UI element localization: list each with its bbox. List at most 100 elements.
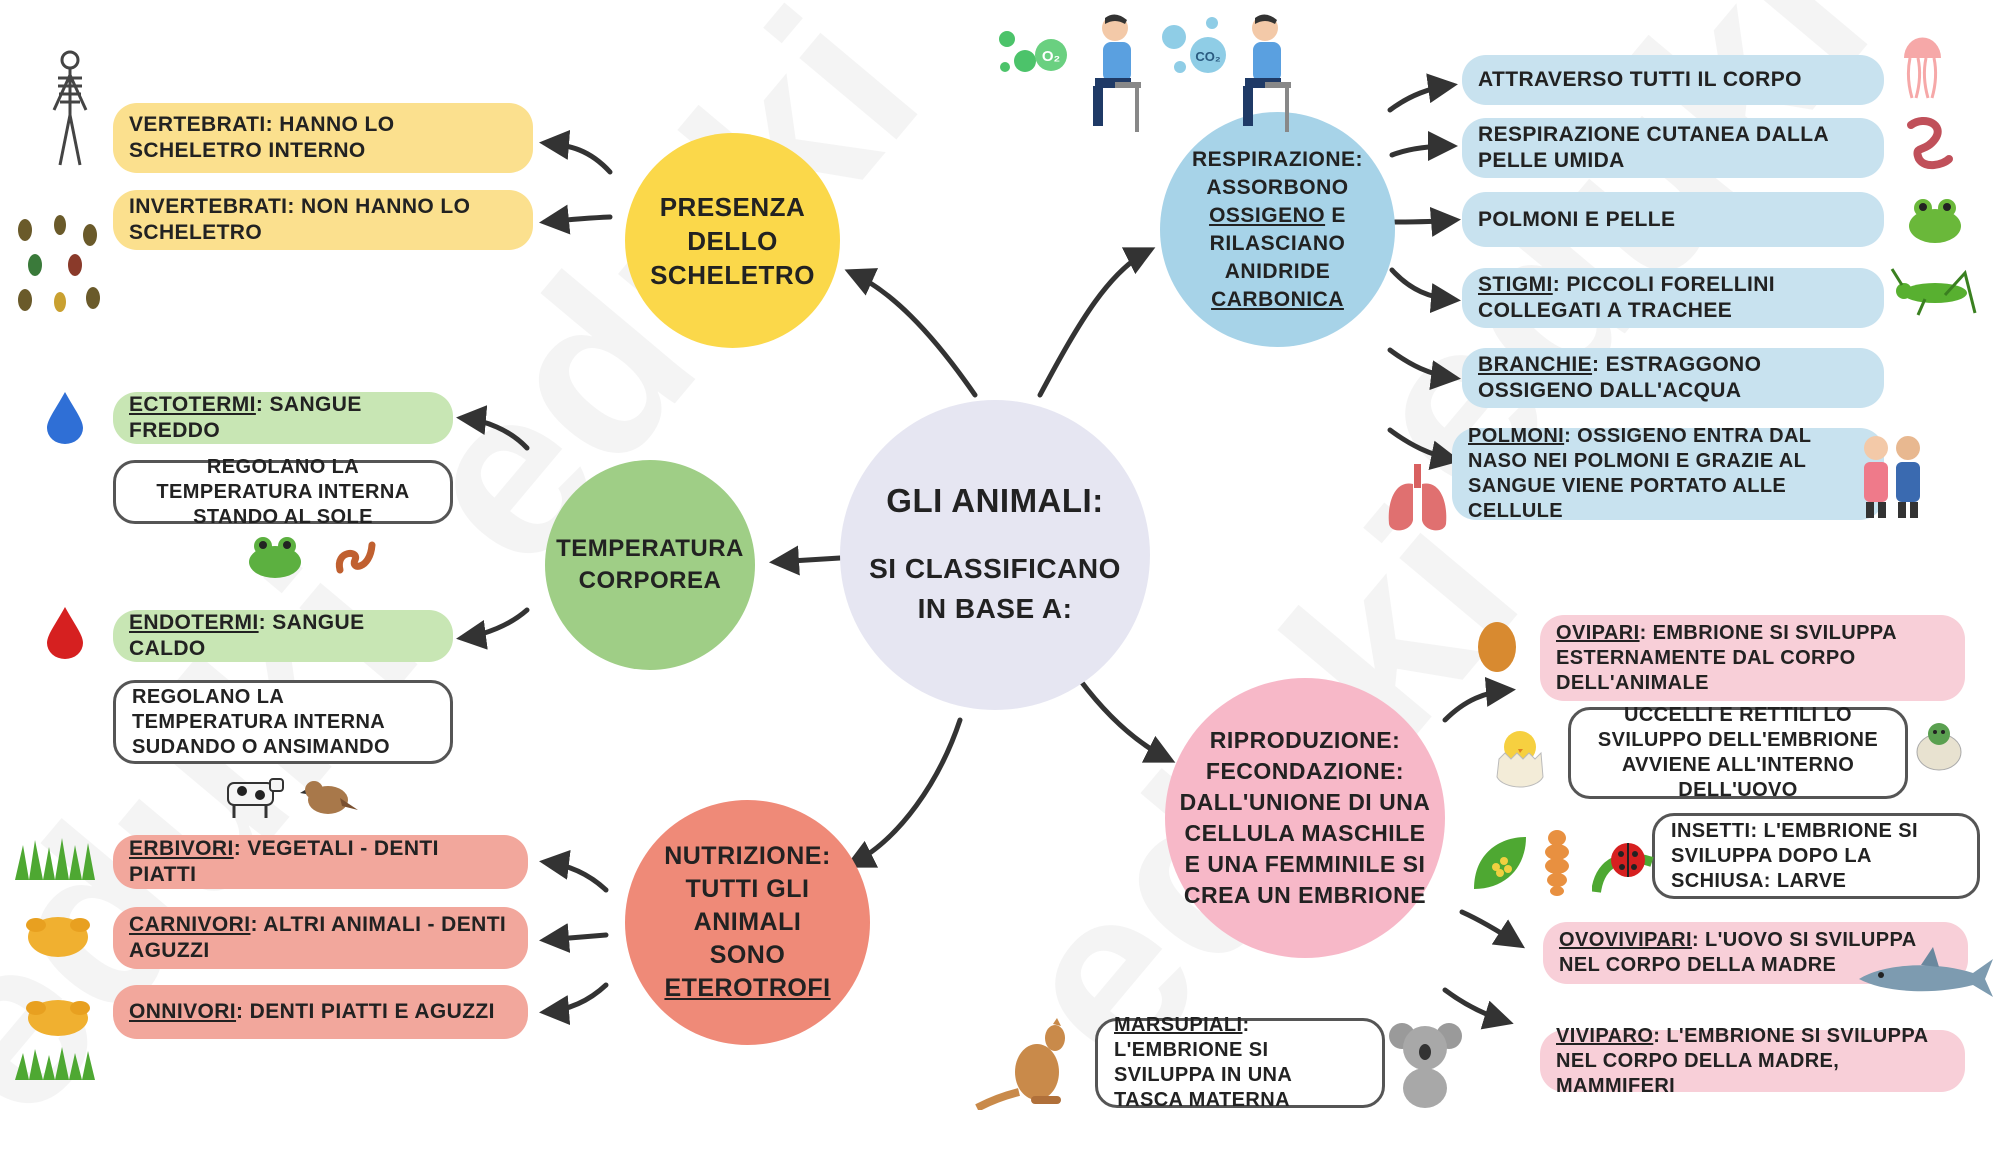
chicken-icon (20, 905, 95, 960)
invertebrati-text: INVERTEBRATI: NON HANNO LO SCHELETRO (129, 195, 471, 244)
ectotermi-note: REGOLANO LA TEMPERATURA INTERNA STANDO A… (113, 456, 453, 528)
vertebrati-text: VERTEBRATI: HANNO LO SCHELETRO INTERNO (129, 113, 395, 162)
ovovivipari-rest: : L'UOVO SI SVILUPPA NEL CORPO DELLA MAD… (1559, 929, 1916, 976)
respirazione-ossigeno: OSSIGENO (1209, 203, 1326, 227)
onnivori-box: ONNIVORI: DENTI PIATTI E AGUZZI (113, 985, 528, 1039)
arrow-viviparo (1442, 987, 1514, 1030)
insetti-note-text: INSETTI: L'EMBRIONE SI SVILUPPA DOPO LA … (1671, 819, 1918, 892)
respirazione-circle: RESPIRAZIONE: ASSORBONO OSSIGENO E RILAS… (1160, 112, 1395, 347)
larva-icon (1540, 828, 1575, 898)
nutrizione-title-4: SONO (709, 941, 786, 969)
blood-drop-icon (45, 605, 85, 660)
sparrow-icon (300, 772, 360, 822)
arrow-onnivori (539, 982, 609, 1026)
respirazione-e: E (1325, 203, 1346, 227)
lungs-icon (1385, 462, 1450, 537)
scheletro-title-1: PRESENZA (659, 191, 806, 222)
co2-bubbles-icon: CO₂ (1160, 15, 1235, 80)
oxygen-bubbles-icon: O₂ (995, 25, 1075, 85)
ovipari-rest: : EMBRIONE SI SVILUPPA ESTERNAMENTE DAL … (1556, 621, 1897, 694)
nutrizione-title-3: ANIMALI (693, 908, 802, 936)
resp-item-3: POLMONI e PELLE (1462, 192, 1884, 247)
riproduzione-title-4: CELLULA MASCHILE (1184, 820, 1426, 846)
scheletro-title-3: SCHELETRO (650, 259, 815, 290)
uccelli-note-text: UCCELLI E RETTILI LO SVILUPPO DELL'EMBRI… (1597, 704, 1879, 801)
scheletro-title-2: DELLO (687, 225, 778, 256)
arrow-resp-6 (1387, 427, 1461, 470)
arrow-carnivori (539, 923, 609, 953)
ectotermi-term: ECTOTERMI (129, 393, 256, 416)
arrow-ovovivipari (1459, 909, 1526, 949)
arrow-endotermi (456, 607, 530, 650)
respirazione-line2: ASSORBONO (1206, 175, 1349, 199)
arrow-ectotermi (456, 405, 530, 451)
nutrizione-circle: NUTRIZIONE: TUTTI GLI ANIMALI SONO ETERO… (625, 800, 870, 1045)
center-title: GLI ANIMALI: (886, 482, 1104, 519)
carnivori-box: CARNIVORI: ALTRI ANIMALI - DENTI AGUZZI (113, 907, 528, 969)
vertebrati-box: VERTEBRATI: HANNO LO SCHELETRO INTERNO (113, 103, 533, 173)
frog-icon (245, 530, 305, 580)
shark-icon (1855, 945, 1995, 1005)
arrow-resp-4 (1389, 267, 1461, 314)
ectotermi-rest: : SANGUE FREDDO (129, 393, 362, 442)
o2-label: O₂ (1042, 48, 1060, 65)
egg-icon (1475, 615, 1520, 675)
invertebrati-box: INVERTEBRATI: NON HANNO LO SCHELETRO (113, 190, 533, 250)
water-drop-icon (45, 390, 85, 445)
ovipari-term: OVIPARI (1556, 621, 1640, 644)
arrow-resp-5 (1387, 347, 1461, 391)
nutrizione-title-2: TUTTI GLI (685, 875, 810, 903)
connector-arrows (456, 73, 1526, 1030)
endotermi-rest: : SANGUE CALDO (129, 611, 365, 660)
insects-icon (5, 210, 110, 320)
arrow-center-temperatura (769, 545, 843, 576)
arrow-center-scheletro (844, 268, 978, 398)
arrow-vertebrati (539, 129, 613, 175)
nutrizione-title-1: NUTRIZIONE: (664, 842, 831, 870)
worm-icon (1905, 115, 1955, 170)
temperatura-title-2: CORPOREA (578, 567, 722, 594)
riproduzione-title-3: DALL'UNIONE DI UNA (1179, 789, 1431, 815)
endotermi-note-text: REGOLANO LA TEMPERATURA INTERNA SUDANDO … (132, 685, 390, 758)
resp-item-3-text: POLMONI e PELLE (1478, 207, 1676, 231)
resp-item-5: BRANCHIE: ESTRAGGONO OSSIGENO DALL'ACQUA (1462, 348, 1884, 408)
ovovivipari-term: OVOVIVIPARI (1559, 929, 1692, 951)
erbivori-rest: : VEGETALI - DENTI PIATTI (129, 837, 439, 886)
temperatura-circle: TEMPERATURA CORPOREA (545, 460, 755, 670)
resp-item-6: POLMONI: OSSIGENO ENTRA DAL NASO NEI POL… (1452, 425, 1884, 522)
endotermi-box: ENDOTERMI: SANGUE CALDO (113, 610, 453, 662)
arrow-center-nutrizione (844, 717, 963, 868)
person-sitting-icon (1075, 10, 1150, 140)
co2-label: CO₂ (1195, 49, 1221, 64)
ovipari-box: OVIPARI: EMBRIONE SI SVILUPPA ESTERNAMEN… (1540, 615, 1965, 701)
grass-icon (15, 835, 95, 880)
center-line2: IN BASE A: (917, 593, 1073, 624)
snake-icon (330, 530, 380, 580)
onnivori-term: ONNIVORI (129, 1000, 237, 1023)
skeleton-icon (50, 50, 90, 170)
jellyfish-icon (1900, 32, 1945, 100)
nutrizione-title-5: ETEROTROFI (664, 974, 831, 1002)
riproduzione-circle: RIPRODUZIONE: FECONDAZIONE: DALL'UNIONE … (1165, 678, 1445, 958)
arrow-ovipari (1442, 676, 1516, 723)
resp-item-4: STIGMI: PICCOLI FORELLINI COLLEGATI A TR… (1462, 268, 1884, 328)
leaf-eggs-icon (1470, 833, 1530, 893)
respirazione-carbonica: CARBONICA (1211, 287, 1344, 311)
uccelli-note: UCCELLI E RETTILI LO SVILUPPO DELL'EMBRI… (1568, 704, 1908, 801)
carnivori-term: CARNIVORI (129, 913, 251, 936)
ladybug-icon (1592, 832, 1657, 897)
arrow-resp-1 (1387, 73, 1458, 113)
riproduzione-title-5: E UNA FEMMINILE SI (1184, 851, 1426, 877)
temperatura-title-1: TEMPERATURA (556, 535, 744, 562)
ectotermi-note-text: REGOLANO LA TEMPERATURA INTERNA STANDO A… (156, 455, 410, 528)
resp-item-2: RESPIRAZIONE CUTANEA DALLA PELLE UMIDA (1462, 118, 1884, 178)
cow-icon (220, 775, 285, 820)
resp-item-4-term: STIGMI (1478, 273, 1553, 296)
riproduzione-title-2: FECONDAZIONE: (1205, 758, 1405, 784)
resp-item-1: ATTRAVERSO TUTTI IL CORPO (1462, 55, 1884, 105)
resp-item-6-term: POLMONI (1468, 425, 1565, 447)
viviparo-rest: : L'EMBRIONE SI SVILUPPA NEL CORPO DELLA… (1556, 1024, 1928, 1097)
endotermi-term: ENDOTERMI (129, 611, 259, 634)
marsupiali-rest: : L'EMBRIONE SI SVILUPPA IN UNA TASCA MA… (1114, 1014, 1292, 1111)
arrow-erbivori (539, 849, 609, 893)
